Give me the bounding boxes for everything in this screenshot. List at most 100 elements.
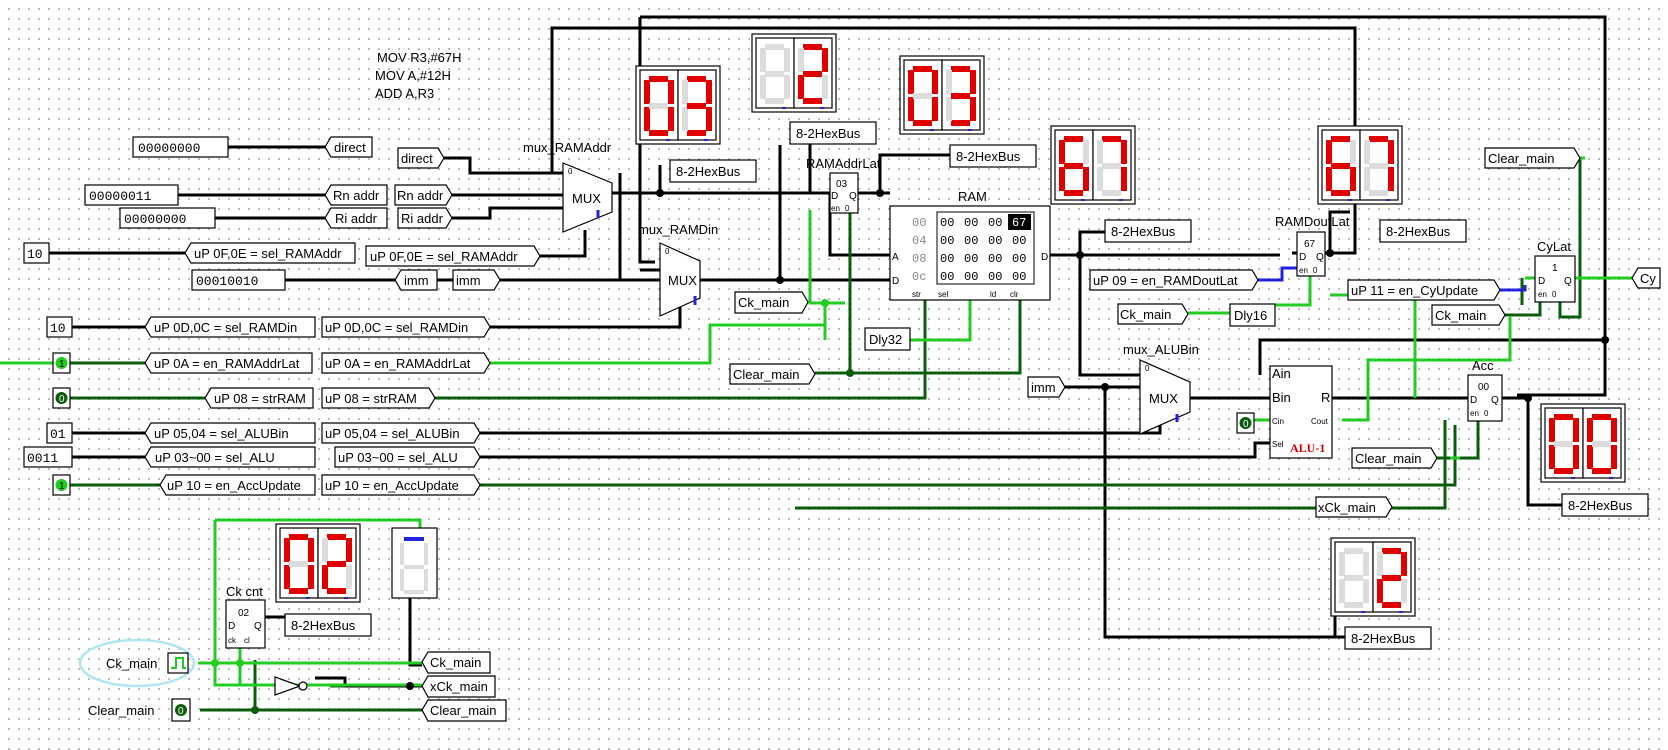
mux-ramdin-label: mux_RAMDin: [638, 222, 718, 237]
svg-text:D: D: [1538, 276, 1545, 287]
svg-text:xCk_main: xCk_main: [1318, 500, 1376, 515]
svg-text:Ri addr: Ri addr: [335, 211, 378, 226]
tunnel-clear-main-acc: Clear_main: [1351, 447, 1438, 469]
svg-text:00: 00: [940, 252, 954, 266]
svg-text:Q: Q: [849, 191, 857, 202]
svg-text:Ain: Ain: [1272, 366, 1291, 381]
svg-text:Bin: Bin: [1272, 390, 1291, 405]
svg-text:en: en: [831, 204, 840, 213]
tunnel-xck-main-bottom: xCk_main: [421, 675, 496, 698]
svg-text:Dly32: Dly32: [869, 332, 902, 347]
svg-text:Ck_main: Ck_main: [738, 295, 789, 310]
svg-text:ck: ck: [228, 636, 237, 645]
svg-text:8-2HexBus: 8-2HexBus: [1568, 498, 1633, 513]
svg-text:00: 00: [1012, 252, 1026, 266]
svg-text:8-2HexBus: 8-2HexBus: [291, 618, 356, 633]
hexbus-2: 8-2HexBus: [789, 121, 877, 145]
svg-text:00: 00: [1478, 382, 1490, 393]
register-ramaddrlat[interactable]: RAMAddrLat 03 D Q en 0: [806, 156, 881, 214]
hexbus-4: 8-2HexBus: [1104, 219, 1192, 243]
register-cylat[interactable]: CyLat 1 D Q en 0: [1534, 239, 1576, 303]
alu-block[interactable]: Ain Bin R Cin Cout Sel ALU-1: [1269, 365, 1333, 459]
input-pin-en-ramaddrlat[interactable]: 1: [52, 352, 71, 374]
input-pin-sel-ramdin[interactable]: 10: [46, 316, 73, 338]
hex-displays: [275, 33, 1626, 617]
svg-text:Ri addr: Ri addr: [401, 211, 444, 226]
input-pin-sel-alu[interactable]: 0011: [23, 446, 73, 468]
hexbus-7: 8-2HexBus: [1344, 626, 1432, 650]
mux-ramdin[interactable]: 0 MUX mux_RAMDin: [638, 222, 718, 317]
tunnel-rn-addr-b: Rn addr: [394, 184, 453, 206]
svg-text:Dly16: Dly16: [1234, 308, 1267, 323]
input-pin-en-accupdate[interactable]: 1: [52, 474, 71, 496]
svg-text:Rn addr: Rn addr: [333, 188, 380, 203]
input-pin-strram[interactable]: 0: [52, 387, 71, 409]
asm-line-2: MOV A,#12H: [375, 68, 451, 83]
input-pin-sel-ramaddr[interactable]: 10: [23, 242, 50, 264]
input-sel-alubin-value: 01: [50, 427, 66, 442]
register-acc[interactable]: Acc 00 D Q en 0: [1467, 358, 1503, 422]
svg-text:Ck_main: Ck_main: [1120, 307, 1171, 322]
input-pin-imm[interactable]: 00010010: [191, 269, 286, 291]
svg-text:cl: cl: [244, 636, 250, 645]
svg-text:uP 03~00 = sel_ALU: uP 03~00 = sel_ALU: [338, 450, 458, 465]
tunnel-sel-ramdin-b: uP 0D,0C = sel_RAMDin: [321, 316, 491, 338]
tunnel-en-cyupdate: uP 11 = en_CyUpdate: [1347, 279, 1501, 301]
svg-text:str: str: [912, 290, 921, 299]
svg-text:D: D: [1299, 252, 1306, 263]
hex-display-d5: [1317, 125, 1403, 205]
input-sel-ramdin-value: 10: [50, 321, 66, 336]
tunnel-sel-alubin-b: uP 05,04 = sel_ALUBin: [321, 422, 481, 444]
mux-alubin[interactable]: 0 MUX mux_ALUBin: [1123, 342, 1199, 435]
svg-text:00: 00: [940, 234, 954, 248]
asm-line-3: ADD A,R3: [375, 86, 434, 101]
svg-text:0: 0: [1484, 409, 1489, 418]
hexbus-8: 8-2HexBus: [284, 613, 372, 637]
tunnel-en-accupdate-b: uP 10 = en_AccUpdate: [321, 474, 481, 496]
clock-ck-main[interactable]: Ck_main: [78, 638, 196, 688]
input-pin-clear-main[interactable]: 0: [171, 698, 191, 722]
register-ckcnt[interactable]: Ck cnt 02 D Q ck cl: [225, 584, 266, 649]
input-en-accupdate-value: 1: [59, 481, 65, 492]
input-pin-ri[interactable]: 00000000: [119, 207, 216, 229]
tunnel-sel-alu-a: uP 03~00 = sel_ALU: [144, 446, 316, 468]
svg-text:Q: Q: [1491, 395, 1499, 406]
wires: [0, 15, 1632, 714]
svg-text:67: 67: [1012, 216, 1026, 230]
input-pin-sel-alubin[interactable]: 01: [46, 422, 73, 444]
tunnel-ck-main-doutlat: Ck_main: [1117, 303, 1189, 325]
svg-text:RAM: RAM: [958, 189, 987, 204]
svg-text:imm: imm: [456, 273, 481, 288]
svg-text:00: 00: [940, 270, 954, 284]
asm-line-1: MOV R3,#67H: [377, 50, 462, 65]
ram-block[interactable]: RAM A D D str sel ld clr 00 04 08 0c 00 …: [889, 189, 1051, 301]
svg-text:00: 00: [988, 234, 1002, 248]
svg-text:uP 03~00 = sel_ALU: uP 03~00 = sel_ALU: [155, 450, 275, 465]
svg-text:00: 00: [964, 270, 978, 284]
input-pin-direct[interactable]: 00000000: [132, 136, 229, 158]
svg-text:0c: 0c: [912, 270, 926, 284]
tunnel-ri-addr-a: Ri addr: [324, 207, 388, 229]
svg-text:8-2HexBus: 8-2HexBus: [956, 149, 1021, 164]
tunnel-xck-main-acc: xCk_main: [1315, 496, 1393, 518]
register-ramdoutlat[interactable]: RAMDoutLat 67 D Q en 0: [1275, 214, 1350, 277]
input-pin-rn[interactable]: 00000011: [84, 184, 179, 206]
mux-ramaddr[interactable]: 0 MUX mux_RAMAddr: [523, 140, 613, 233]
svg-text:0: 0: [1145, 364, 1150, 373]
hexbus-3: 8-2HexBus: [949, 144, 1037, 168]
svg-text:0: 0: [1552, 290, 1557, 299]
svg-text:8-2HexBus: 8-2HexBus: [676, 164, 741, 179]
tunnel-sel-ramdin-a: uP 0D,0C = sel_RAMDin: [144, 316, 316, 338]
tunnel-rn-addr-a: Rn addr: [324, 184, 388, 206]
hex-display-d7: [1330, 537, 1416, 617]
svg-text:uP 0A = en_RAMAddrLat: uP 0A = en_RAMAddrLat: [325, 356, 471, 371]
svg-text:Ck cnt: Ck cnt: [226, 584, 263, 599]
svg-text:00: 00: [1012, 234, 1026, 248]
svg-text:Clear_main: Clear_main: [733, 367, 799, 382]
tunnel-clear-main-bottom: Clear_main: [421, 699, 507, 722]
svg-text:R: R: [1321, 390, 1330, 405]
hexbus-5: 8-2HexBus: [1379, 219, 1467, 243]
svg-text:A: A: [892, 252, 899, 263]
input-pin-cin[interactable]: 0: [1236, 412, 1255, 434]
